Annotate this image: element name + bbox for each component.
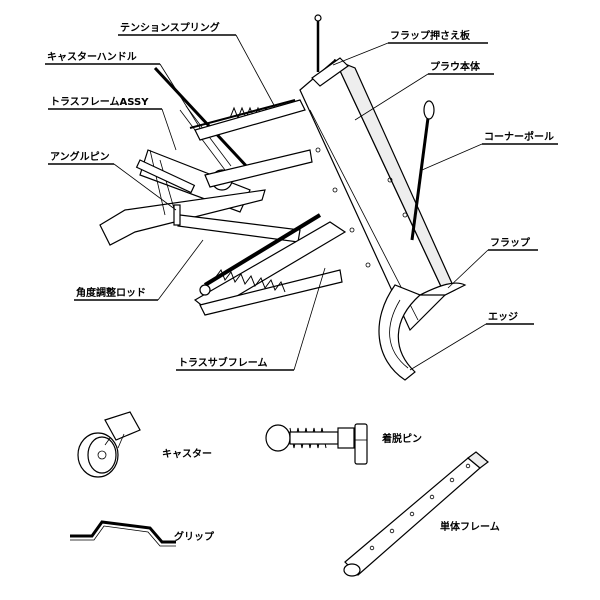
label-plow-body: プラウ本体 <box>354 60 494 121</box>
truss-sub-frame-part <box>193 213 347 316</box>
plow-body-part <box>299 57 456 332</box>
body-frame-part <box>343 451 489 577</box>
top-pole <box>314 14 322 72</box>
caster-part <box>77 411 141 478</box>
svg-text:キャスター: キャスター <box>162 448 212 460</box>
label-flap-holder-plate: フラップ押さえ板 <box>332 29 488 66</box>
svg-text:プラウ本体: プラウ本体 <box>430 60 481 73</box>
svg-text:エッジ: エッジ <box>488 311 518 323</box>
label-truss-sub-frame: トラスサブフレーム <box>176 267 326 371</box>
label-corner-pole: コーナーポール <box>421 130 558 171</box>
label-truss-frame-assy: トラスフレームASSY <box>48 96 177 151</box>
svg-text:テンションスプリング: テンションスプリング <box>120 21 220 34</box>
label-edge: エッジ <box>409 311 534 371</box>
svg-text:グリップ: グリップ <box>174 530 215 543</box>
label-tension-spring: テンションスプリング <box>118 21 276 108</box>
label-angle-pin: アングルピン <box>48 150 177 211</box>
svg-text:着脱ピン: 着脱ピン <box>381 432 422 445</box>
angle-pin-part <box>173 204 181 226</box>
grip-part <box>70 520 176 547</box>
label-body-frame: 単体フレーム <box>440 520 500 533</box>
flap-edge-part <box>378 282 467 381</box>
label-caster-handle: キャスターハンドル <box>45 51 201 129</box>
svg-text:トラスサブフレーム: トラスサブフレーム <box>178 356 268 369</box>
label-grip: グリップ <box>174 530 215 543</box>
detach-pin-part <box>265 423 368 465</box>
svg-text:単体フレーム: 単体フレーム <box>440 520 500 533</box>
svg-text:角度調整ロッド: 角度調整ロッド <box>76 286 146 299</box>
svg-text:トラスフレームASSY: トラスフレームASSY <box>50 96 149 108</box>
svg-text:キャスターハンドル: キャスターハンドル <box>47 51 137 63</box>
label-detach-pin: 着脱ピン <box>381 432 422 445</box>
svg-text:コーナーポール: コーナーポール <box>484 130 554 143</box>
svg-text:フラップ: フラップ <box>490 236 531 249</box>
corner-pole-part <box>410 100 435 241</box>
label-flap: フラップ <box>447 236 538 289</box>
plow-assembly <box>99 14 467 381</box>
svg-text:フラップ押さえ板: フラップ押さえ板 <box>390 29 471 42</box>
svg-text:アングルピン: アングルピン <box>50 150 110 163</box>
label-caster: キャスター <box>162 448 212 460</box>
label-angle-adjust-rod: 角度調整ロッド <box>74 239 204 301</box>
